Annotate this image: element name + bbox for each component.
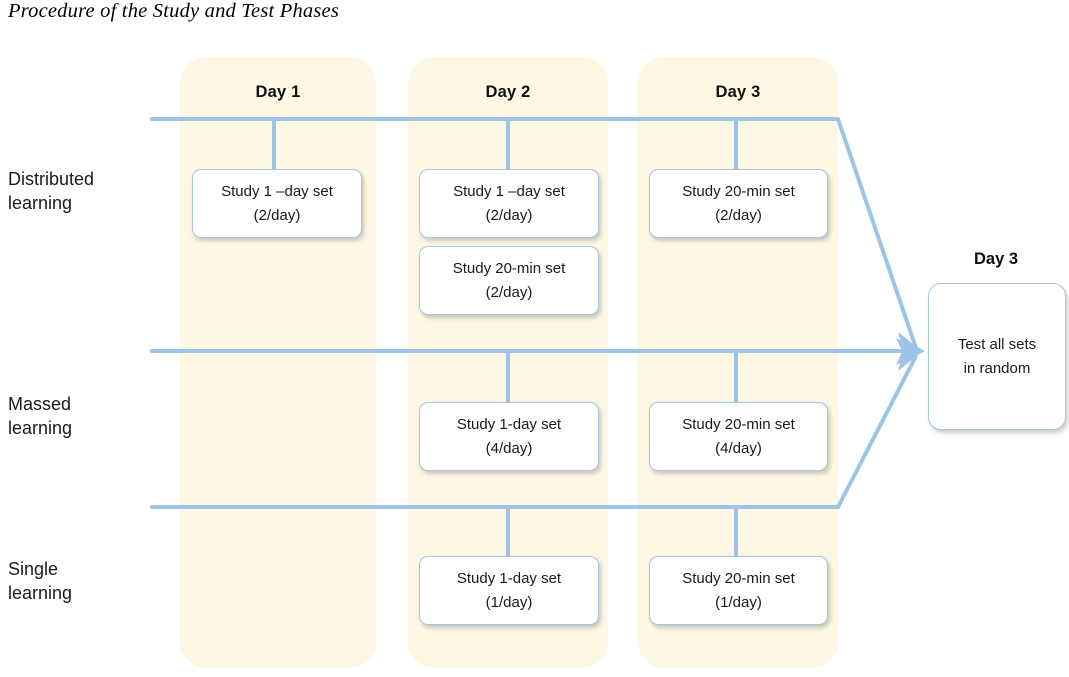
study-box-distributed-day2-a[interactable]: Study 1 –day set (2/day) [419,169,599,238]
row-label-massed-line2: learning [8,418,73,439]
study-box-distributed-day2-b-line1: Study 20-min set [452,260,566,278]
arrowhead-single-icon [896,338,923,371]
row-label-single-line1: Single [8,559,59,579]
arrow-line-single-to-test [836,355,918,508]
study-box-single-day3-line2: (1/day) [715,593,762,611]
drop-connector-single-day2 [506,505,510,556]
row-label-distributed-line2: learning [8,193,73,214]
drop-connector-single-day3 [734,505,738,556]
row-label-single-line2: learning [8,583,73,604]
study-box-massed-day3-line1: Study 20-min set [682,416,795,434]
drop-connector-distributed-day1 [272,117,276,169]
study-box-massed-day2-line1: Study 1-day set [456,416,562,434]
drop-connector-distributed-day3 [734,117,738,169]
row-label-distributed: Distributed learning [8,167,173,216]
drop-connector-distributed-day2 [506,117,510,169]
test-box-line2: in random [963,359,1031,377]
study-box-single-day2-line1: Study 1-day set [456,570,562,588]
column-header-day1: Day 1 [255,83,301,101]
column-header-day3: Day 3 [715,83,761,101]
study-box-distributed-day3-line1: Study 20-min set [682,183,795,201]
study-box-massed-day3-line2: (4/day) [715,439,762,457]
timeline-connector-massed [150,349,922,353]
study-box-distributed-day1-line2: (2/day) [253,206,301,224]
test-box[interactable]: Test all sets in random [928,283,1066,430]
arrow-line-distributed-to-test [836,118,918,349]
study-box-distributed-day1-line1: Study 1 –day set [221,183,333,201]
drop-connector-massed-day3 [734,349,738,402]
study-box-distributed-day2-a-line1: Study 1 –day set [453,183,565,201]
column-header-day2: Day 2 [485,83,531,101]
study-box-distributed-day1[interactable]: Study 1 –day set (2/day) [192,169,362,238]
test-box-line1: Test all sets [957,336,1037,354]
row-label-distributed-line1: Distributed [8,169,95,189]
study-box-massed-day3[interactable]: Study 20-min set (4/day) [649,402,828,471]
test-column-header: Day 3 [973,250,1019,268]
figure-title: Procedure of the Study and Test Phases [8,0,340,22]
study-box-single-day2-line2: (1/day) [485,593,533,611]
study-box-massed-day2[interactable]: Study 1-day set (4/day) [419,402,599,471]
study-box-distributed-day2-b-line2: (2/day) [485,283,533,301]
drop-connector-massed-day2 [506,349,510,402]
study-box-massed-day2-line2: (4/day) [485,439,533,457]
study-box-distributed-day2-b[interactable]: Study 20-min set (2/day) [419,246,599,315]
row-label-massed-line1: Massed [8,394,72,414]
row-label-single: Single learning [8,557,173,606]
day-column-band-day1 [180,57,376,668]
study-box-single-day3[interactable]: Study 20-min set (1/day) [649,556,828,625]
study-box-single-day3-line1: Study 20-min set [682,570,795,588]
timeline-connector-single [150,505,840,509]
study-box-distributed-day2-a-line2: (2/day) [485,206,533,224]
timeline-connector-distributed [150,117,840,121]
study-box-distributed-day3-line2: (2/day) [715,206,762,224]
study-box-distributed-day3[interactable]: Study 20-min set (2/day) [649,169,828,238]
row-label-massed: Massed learning [8,392,173,441]
study-box-single-day2[interactable]: Study 1-day set (1/day) [419,556,599,625]
